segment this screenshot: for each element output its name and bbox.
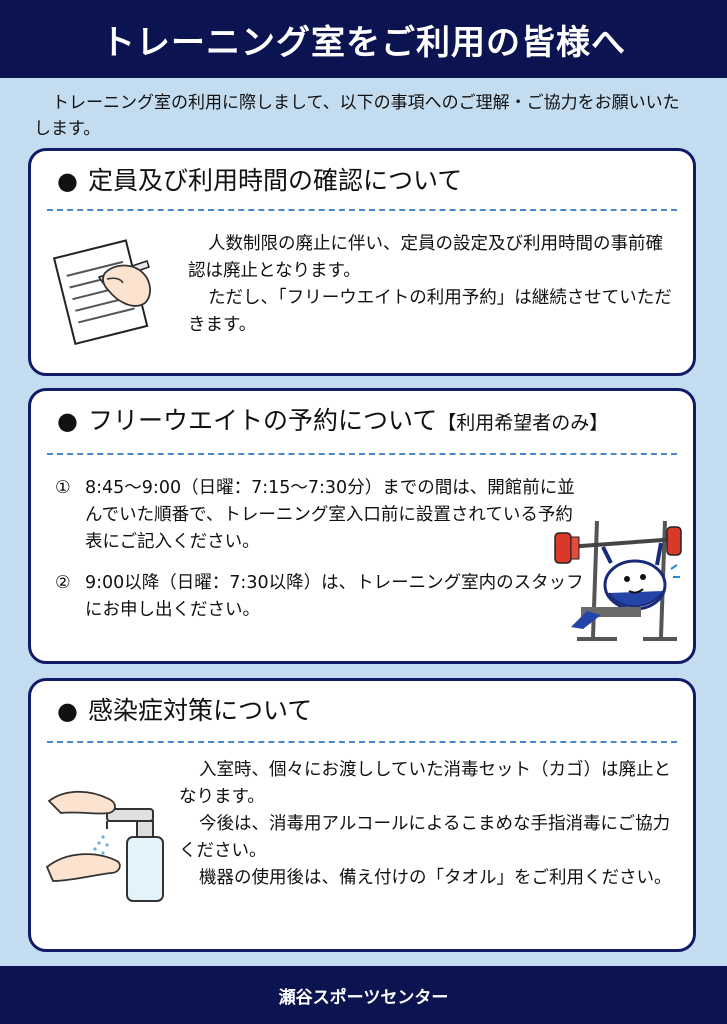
item-text: 9:00以降（日曜：7:30以降）は、トレーニング室内のスタッフにお申し出くださ…: [85, 573, 584, 620]
item-number: ①: [55, 478, 71, 498]
section-title: ● フリーウエイトの予約について【利用希望者のみ】: [57, 403, 608, 441]
section-title-text: 感染症対策について: [87, 696, 313, 725]
organization-name: 瀬谷スポーツセンター: [278, 987, 449, 1008]
section-title: ● 感染症対策について: [57, 693, 312, 729]
hand-sanitizer-icon: [45, 790, 164, 902]
paragraph: 人数制限の廃止に伴い、定員の設定及び利用時間の事前確認は廃止となります。: [188, 234, 663, 281]
section-title-note: 【利用希望者のみ】: [437, 412, 609, 434]
paragraph: 入室時、個々にお渡ししていた消毒セット（カゴ）は廃止となります。: [179, 760, 671, 807]
section-infection-control: ● 感染症対策について 入室時、個々にお渡ししていた消毒セット（カゴ）は廃止となり…: [28, 678, 696, 952]
paragraph: 機器の使用後は、備え付けの「タオル」をご利用ください。: [199, 868, 672, 888]
dashed-divider: [47, 453, 677, 455]
page-header: トレーニング室をご利用の皆様へ: [0, 0, 727, 78]
section-title: ● 定員及び利用時間の確認について: [57, 163, 462, 199]
section-capacity-time: ● 定員及び利用時間の確認について 人数制限の廃止に伴い、定員の設定及び利用時間の…: [28, 148, 696, 376]
item-text: 8:45～9:00（日曜：7:15～7:30分）までの間は、開館前に並んでいた順…: [85, 478, 575, 552]
writing-hand-icon: [52, 239, 151, 345]
page-footer: 瀬谷スポーツセンター: [0, 966, 727, 1024]
section-title-text: 定員及び利用時間の確認について: [87, 166, 463, 195]
bullet-icon: ●: [57, 407, 78, 435]
paragraph: 今後は、消毒用アルコールによるこまめな手指消毒にご協力ください。: [179, 814, 671, 861]
intro-body: トレーニング室の利用に際しまして、以下の事項へのご理解・ご協力をお願いいたします…: [34, 93, 680, 139]
reservation-list: ① 8:45～9:00（日曜：7:15～7:30分）までの間は、開館前に並んでい…: [55, 475, 585, 638]
dashed-divider: [47, 209, 677, 211]
paragraph: ただし、「フリーウエイトの利用予約」は継続させていただきます。: [188, 288, 672, 335]
item-number: ②: [55, 573, 71, 593]
section-free-weight-reservation: ● フリーウエイトの予約について【利用希望者のみ】 ① 8:45～9:00（日曜：…: [28, 388, 696, 664]
section-body: 人数制限の廃止に伴い、定員の設定及び利用時間の事前確認は廃止となります。 ただし…: [188, 231, 678, 339]
dashed-divider: [47, 741, 677, 743]
section-title-text: フリーウエイトの予約について: [87, 406, 438, 435]
bullet-icon: ●: [57, 697, 78, 725]
page-title: トレーニング室をご利用の皆様へ: [101, 22, 626, 63]
section-body: 入室時、個々にお渡ししていた消毒セット（カゴ）は廃止となります。 今後は、消毒用…: [179, 757, 684, 892]
list-item: ② 9:00以降（日曜：7:30以降）は、トレーニング室内のスタッフにお申し出く…: [55, 570, 585, 624]
intro-text: トレーニング室の利用に際しまして、以下の事項へのご理解・ご協力をお願いいたします…: [34, 90, 694, 142]
bench-press-mascot-icon: [554, 520, 682, 641]
bullet-icon: ●: [57, 167, 78, 195]
list-item: ① 8:45～9:00（日曜：7:15～7:30分）までの間は、開館前に並んでい…: [55, 475, 585, 556]
